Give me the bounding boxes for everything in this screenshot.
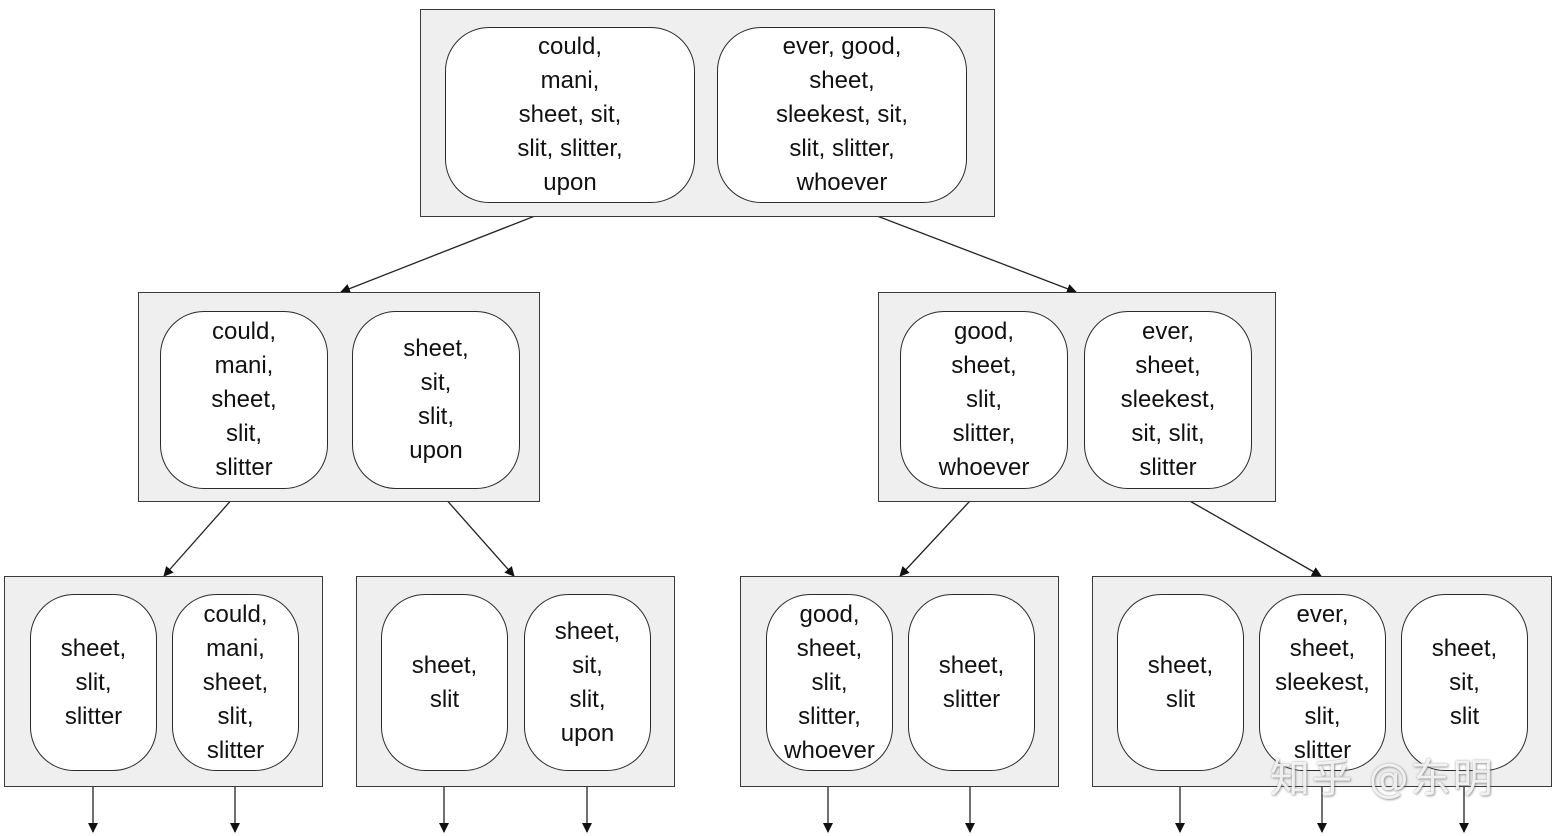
edge-root-to-l1-right [842, 202, 1077, 294]
edge-root-to-l1-left [340, 202, 569, 294]
leaf-l1-left-left: could, mani, sheet, slit, slitter [160, 311, 328, 489]
leaf-text: sheet, sit, slit, upon [554, 617, 621, 747]
leaf-l2-c-left: good, sheet, slit, slitter, whoever [766, 594, 893, 771]
node-l1-left: could, mani, sheet, slit, slitter sheet,… [138, 292, 540, 502]
leaf-text: sheet, slit, slitter [60, 634, 127, 730]
leaf-root-left: could, mani, sheet, sit, slit, slitter, … [445, 27, 695, 203]
leaf-root-right: ever, good, sheet, sleekest, sit, slit, … [717, 27, 967, 203]
edge-l1-left-to-l2-a [163, 487, 243, 577]
leaf-text: could, mani, sheet, slit, slitter [202, 600, 269, 764]
leaf-l2-c-right: sheet, slitter [908, 594, 1035, 771]
node-l2-c: good, sheet, slit, slitter, whoever shee… [740, 576, 1059, 787]
node-l2-d: sheet, slit ever, sheet, sleekest, slit,… [1092, 576, 1552, 787]
node-root: could, mani, sheet, sit, slit, slitter, … [420, 9, 995, 217]
leaf-text: sheet, slitter [938, 651, 1005, 713]
node-l2-a: sheet, slit, slitter could, mani, sheet,… [4, 576, 323, 787]
watermark: 知乎 @东明 [1270, 756, 1495, 802]
leaf-text: sheet, sit, slit, upon [403, 335, 469, 464]
leaf-l1-right-left: good, sheet, slit, slitter, whoever [900, 311, 1068, 489]
leaf-l2-d-right: sheet, sit, slit [1401, 594, 1528, 771]
leaf-text: good, sheet, slit, slitter, whoever [938, 318, 1030, 481]
leaf-l1-left-right: sheet, sit, slit, upon [352, 311, 520, 489]
leaf-text: ever, sheet, sleekest, sit, slit, slitte… [1120, 318, 1216, 481]
leaf-text: sheet, slit [411, 651, 478, 713]
edge-l1-right-to-l2-d [1166, 487, 1322, 577]
leaf-l2-a-right: could, mani, sheet, slit, slitter [172, 594, 299, 771]
leaf-text: sheet, slit [1147, 651, 1214, 713]
node-l2-b: sheet, slit sheet, sit, slit, upon [356, 576, 675, 787]
leaf-l2-d-middle: ever, sheet, sleekest, slit, slitter [1259, 594, 1386, 771]
edge-l1-right-to-l2-c [899, 487, 983, 577]
leaf-text: could, mani, sheet, sit, slit, slitter, … [517, 33, 623, 196]
leaf-text: ever, good, sheet, sleekest, sit, slit, … [775, 33, 909, 196]
node-l1-right: good, sheet, slit, slitter, whoever ever… [878, 292, 1276, 502]
leaf-text: could, mani, sheet, slit, slitter [211, 318, 277, 481]
leaf-l2-d-left: sheet, slit [1117, 594, 1244, 771]
edge-l1-left-to-l2-b [435, 487, 515, 577]
leaf-l2-b-left: sheet, slit [381, 594, 508, 771]
leaf-text: sheet, sit, slit [1431, 634, 1498, 730]
leaf-l1-right-right: ever, sheet, sleekest, sit, slit, slitte… [1084, 311, 1252, 489]
leaf-text: good, sheet, slit, slitter, whoever [784, 600, 875, 764]
leaf-text: ever, sheet, sleekest, slit, slitter [1275, 600, 1370, 764]
leaf-l2-a-left: sheet, slit, slitter [30, 594, 157, 771]
leaf-l2-b-right: sheet, sit, slit, upon [524, 594, 651, 771]
